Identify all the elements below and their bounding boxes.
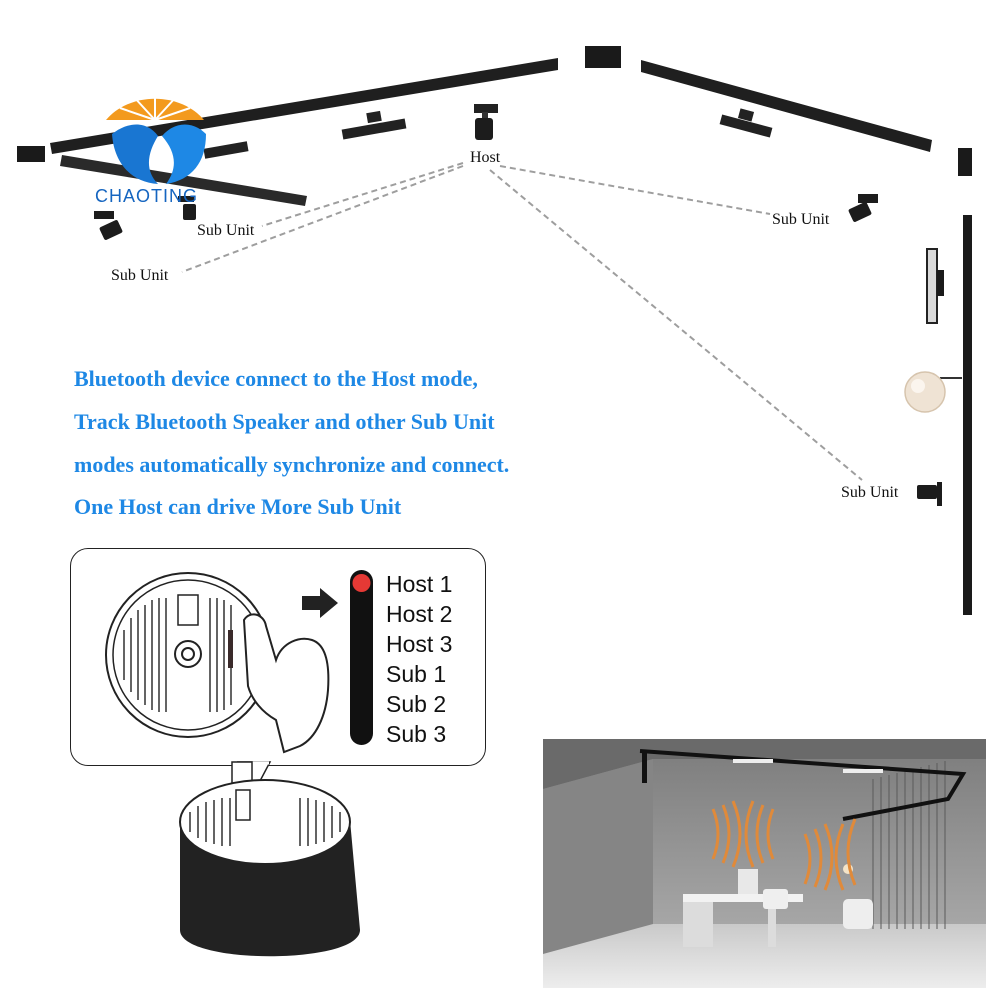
brand-logo bbox=[100, 74, 230, 204]
track-connector bbox=[585, 46, 621, 68]
description-line: Bluetooth device connect to the Host mod… bbox=[74, 366, 478, 391]
mode-option-sub-2[interactable]: Sub 2 bbox=[386, 691, 447, 717]
host-spotlight bbox=[474, 104, 498, 140]
mode-option-host-2[interactable]: Host 2 bbox=[386, 601, 453, 627]
track-rail bbox=[60, 155, 307, 206]
sub-unit-spotlights bbox=[94, 194, 942, 506]
pendant-linear-light bbox=[926, 248, 944, 324]
track-end-cap bbox=[17, 146, 45, 162]
track-corner bbox=[958, 148, 972, 176]
mode-option-host-3[interactable]: Host 3 bbox=[386, 631, 453, 657]
connection-line bbox=[489, 169, 863, 481]
description-line: modes automatically synchronize and conn… bbox=[74, 452, 510, 477]
sub-unit-label: Sub Unit bbox=[841, 484, 899, 501]
linear-lights bbox=[203, 108, 773, 159]
brand-name: CHAOTING bbox=[95, 186, 199, 206]
room-photo bbox=[543, 739, 986, 988]
mode-option-host-1[interactable]: Host 1 bbox=[386, 571, 453, 597]
track-rail bbox=[641, 60, 932, 152]
connection-lines bbox=[181, 162, 863, 481]
description-line: Track Bluetooth Speaker and other Sub Un… bbox=[74, 409, 495, 434]
host-label: Host bbox=[470, 149, 501, 166]
track-rail bbox=[963, 215, 972, 615]
sub-unit-label: Sub Unit bbox=[772, 211, 830, 228]
connection-line bbox=[181, 165, 464, 273]
description-line: One Host can drive More Sub Unit bbox=[74, 494, 402, 519]
connection-line bbox=[499, 165, 771, 215]
globe-light bbox=[904, 371, 962, 413]
sub-unit-label: Sub Unit bbox=[197, 222, 255, 239]
sub-unit-label: Sub Unit bbox=[111, 267, 169, 284]
mode-option-sub-1[interactable]: Sub 1 bbox=[386, 661, 447, 687]
mode-option-sub-3[interactable]: Sub 3 bbox=[386, 721, 447, 747]
connection-line bbox=[261, 162, 464, 227]
logo-emblem-icon bbox=[106, 90, 206, 184]
